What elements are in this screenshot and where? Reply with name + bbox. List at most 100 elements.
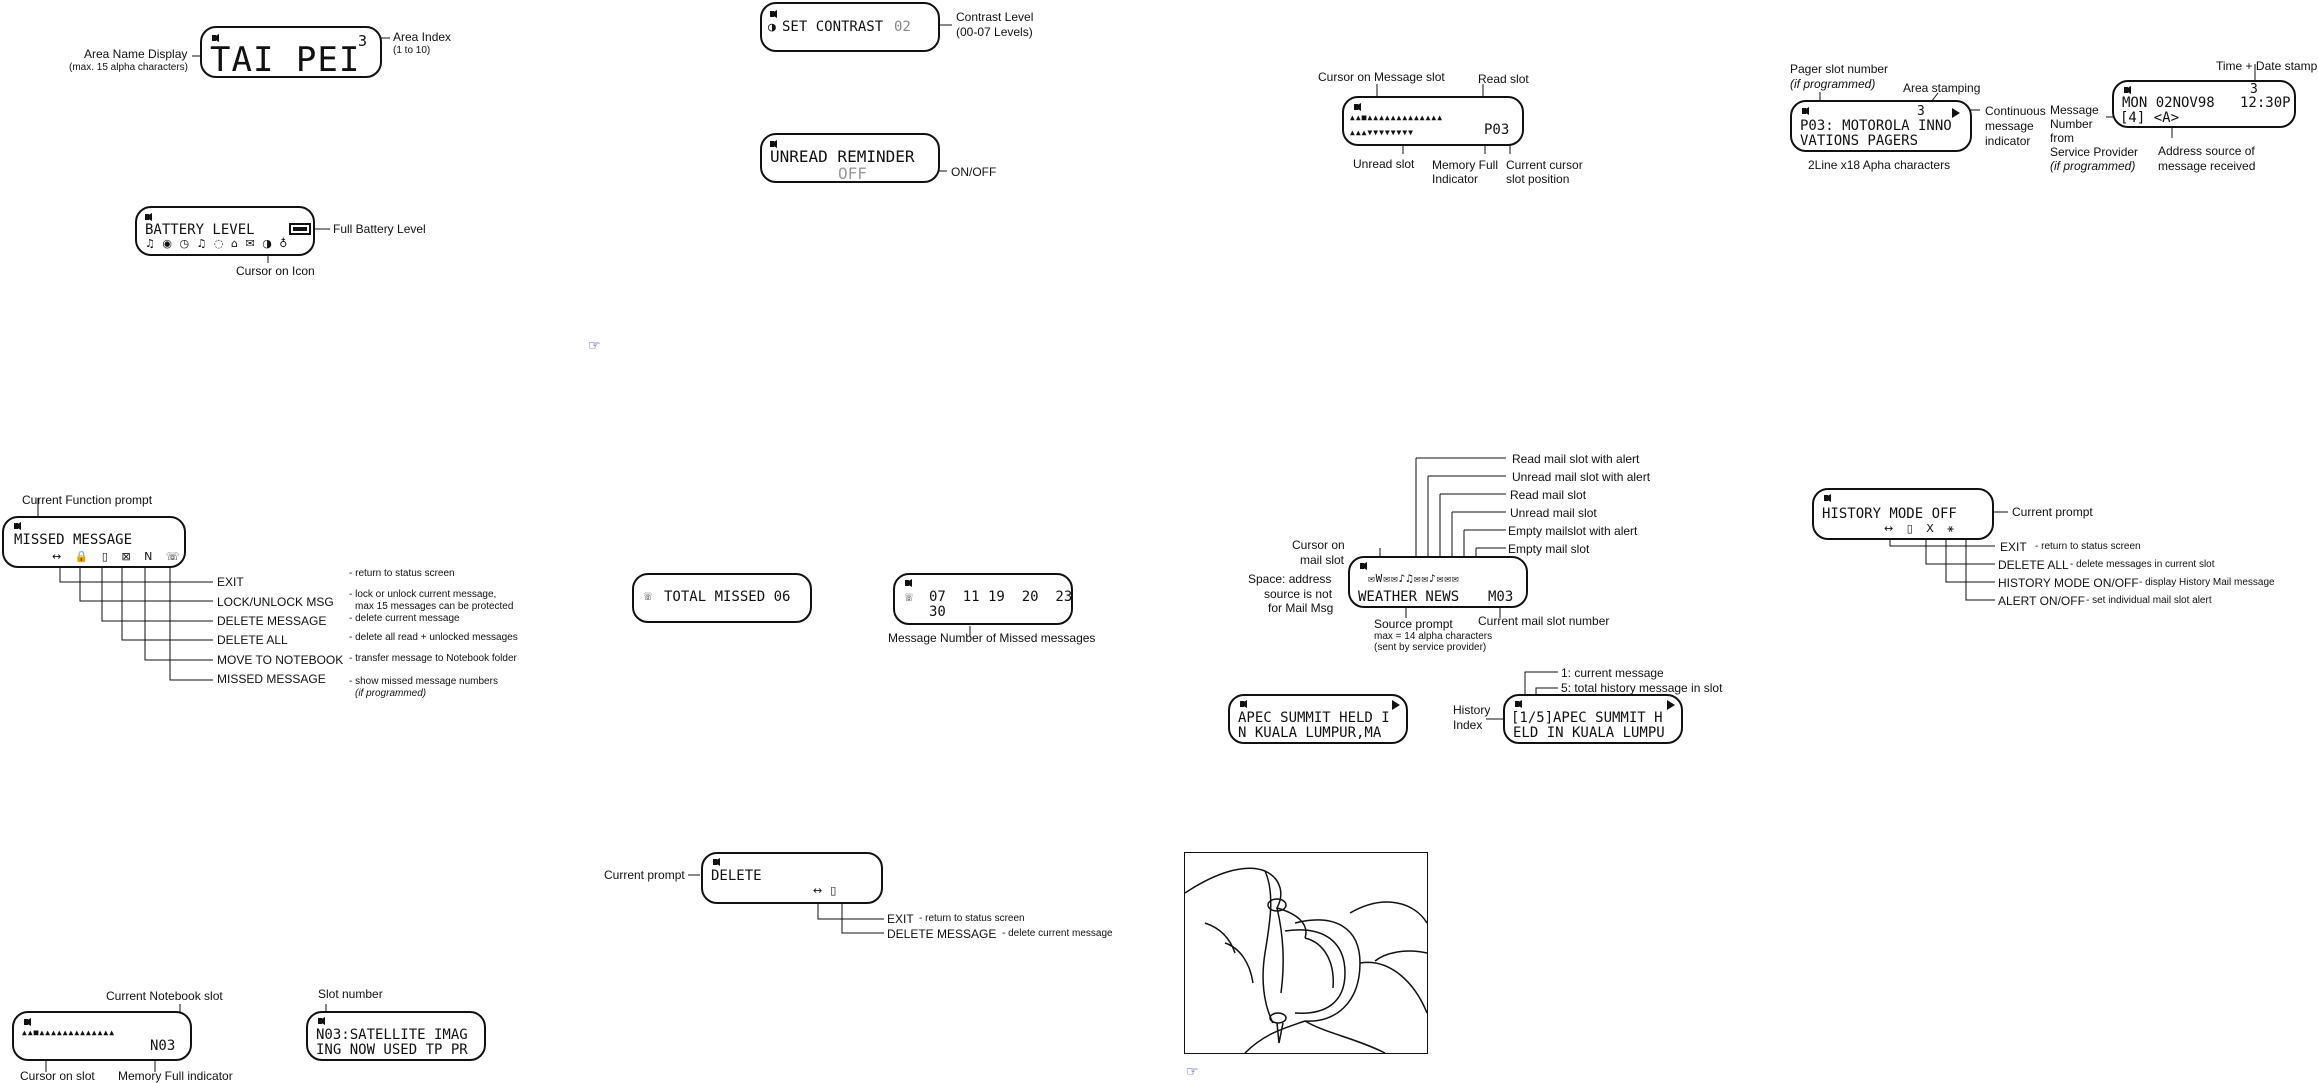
mail-cursor-label2: mail slot — [1300, 553, 1344, 567]
speaker-icon — [1824, 494, 1831, 502]
speaker-icon — [1240, 700, 1247, 708]
mail-legend-3: Unread mail slot — [1510, 506, 1597, 520]
slots-row2: ▲▲▲▼▼▼▼▼▼▼▼ — [1350, 128, 1414, 137]
total-missed-screen: ☏ TOTAL MISSED 06 — [632, 573, 812, 623]
missed-numbers-line1: 07 11 19 20 23 — [929, 589, 1072, 605]
apec2-line1: APEC SUMMIT H — [1553, 710, 1663, 726]
missed-item-deleteall: DELETE ALL — [217, 633, 288, 647]
pager-area-stamp: 3 — [1917, 104, 1925, 119]
mail-legend-0: Read mail slot with alert — [1512, 452, 1639, 466]
mail-space-label3: for Mail Msg — [1268, 601, 1333, 615]
speaker-icon — [24, 1018, 31, 1026]
history-index-label2: Index — [1453, 718, 1482, 732]
missed-item-delete-desc: - delete current message — [349, 613, 460, 625]
continuous-indicator-icon — [1667, 700, 1675, 710]
history-prompt-label: Current prompt — [2012, 505, 2093, 519]
area-name-text: TAI PEI — [210, 40, 360, 80]
delete-item-message: DELETE MESSAGE — [887, 927, 996, 941]
mail-legend-2: Read mail slot — [1510, 488, 1586, 502]
pager-continuous-label2: message — [1985, 119, 2034, 133]
history-item-alert: ALERT ON/OFF — [1998, 594, 2085, 608]
history-item-exit-desc: - return to status screen — [2035, 541, 2141, 553]
history-item-alert-desc: - set individual mail slot alert — [2086, 595, 2212, 607]
continuous-indicator-icon — [1952, 108, 1960, 118]
pager-2line-label: 2Line x18 Apha characters — [1808, 158, 1950, 172]
delete-menu-title: DELETE — [711, 868, 762, 884]
missed-item-notebook-desc: - transfer message to Notebook folder — [349, 653, 517, 665]
speaker-icon — [905, 579, 912, 587]
reminder-label: ON/OFF — [951, 165, 996, 179]
apec-history-screen: [1/5] APEC SUMMIT H ELD IN KUALA LUMPU — [1503, 694, 1683, 744]
speaker-icon — [1354, 103, 1361, 111]
speaker-icon — [713, 858, 720, 866]
missed-menu-title: MISSED MESSAGE — [14, 532, 132, 548]
missed-menu-icons: ↔ 🔒 ▯ ⊠ N ☏ — [52, 550, 185, 563]
notebook-slot-label: Current Notebook slot — [106, 989, 223, 1003]
history-item-deleteall: DELETE ALL — [1998, 558, 2069, 572]
contrast-screen: ◑ SET CONTRAST 02 — [760, 2, 940, 52]
missed-item-lock-desc2: max 15 messages can be protected — [355, 601, 513, 613]
mail-current-label: Current mail slot number — [1478, 614, 1609, 628]
slots-memory-label2: Indicator — [1432, 172, 1478, 186]
area-display-note: (max. 15 alpha characters) — [69, 62, 188, 74]
speaker-icon — [770, 10, 777, 18]
mail-space-label: Space: address — [1248, 572, 1331, 586]
mail-cursor-label: Cursor on — [1292, 538, 1345, 552]
notebook-slot-number-label: Slot number — [318, 987, 383, 1001]
apec-message-screen: APEC SUMMIT HELD I N KUALA LUMPUR,MA — [1228, 694, 1408, 744]
missed-item-exit: EXIT — [217, 575, 244, 589]
missed-menu-screen: MISSED MESSAGE ↔ 🔒 ▯ ⊠ N ☏ — [2, 516, 186, 568]
msg-number-label2: Number — [2050, 117, 2093, 131]
slots-read-label: Read slot — [1478, 72, 1529, 86]
pager-message-screen: 3 P03: MOTOROLA INNO VATIONS PAGERS — [1790, 100, 1972, 152]
slots-current-label: Current cursor — [1506, 158, 1583, 172]
speaker-icon — [145, 213, 152, 221]
mail-legend-1: Unread mail slot with alert — [1512, 470, 1650, 484]
addr-source-label: Address source of — [2158, 144, 2255, 158]
mail-legend-5: Empty mail slot — [1508, 542, 1589, 556]
missed-call-icon: ☏ — [905, 590, 913, 605]
missed-item-missed-desc2: (if programmed) — [355, 688, 426, 700]
mail-slot-number: M03 — [1488, 589, 1513, 605]
delete-menu-screen: DELETE ↔▯ — [701, 852, 883, 904]
missed-call-icon: ☏ — [644, 589, 652, 604]
speaker-icon — [1360, 562, 1367, 570]
time-date-label: Time + Date stamp — [2216, 59, 2317, 73]
delete-item-exit: EXIT — [887, 912, 914, 926]
time-message-screen: 3 MON 02NOV98 12:30P [4] <A> — [2112, 80, 2296, 128]
speaker-icon — [2124, 86, 2131, 94]
area-index-value: 3 — [358, 32, 367, 50]
time-line2: [4] <A> — [2120, 110, 2179, 126]
area-index-label: Area Index — [393, 30, 451, 44]
battery-icon-row: ♫ ◉ ◷ ♫ ◌ ⌂ ✉ ◑ ♁ — [145, 237, 289, 250]
contrast-note: (00-07 Levels) — [956, 25, 1033, 39]
history-item-mode-desc: - display History Mail message — [2139, 577, 2275, 589]
slots-position: P03 — [1484, 122, 1509, 138]
notebook-msg-line1: N03:SATELLITE IMAG — [316, 1027, 468, 1043]
msg-number-label: Message — [2050, 103, 2099, 117]
note-pointer-icon: ☞ — [588, 338, 601, 354]
history-current-label: 1: current message — [1561, 666, 1664, 680]
notebook-slots-screen: ▲▲■▲▲▲▲▲▲▲▲▲▲▲▲▲ N03 — [12, 1011, 192, 1061]
reminder-screen: UNREAD REMINDER OFF — [760, 133, 940, 183]
mail-source-label: Source prompt — [1374, 617, 1453, 631]
history-item-deleteall-desc: - delete messages in current slot — [2070, 559, 2215, 571]
slots-row1: ▲▲■▲▲▲▲▲▲▲▲▲▲▲▲▲ — [1350, 113, 1443, 122]
contrast-value: 02 — [894, 19, 911, 35]
slots-unread-label: Unread slot — [1353, 157, 1414, 171]
speaker-icon — [1515, 700, 1522, 708]
battery-full-icon — [289, 223, 311, 235]
note-pointer-icon: ☞ — [1186, 1064, 1199, 1080]
pager-continuous-label: Continuous — [1985, 104, 2046, 118]
continuous-indicator-icon — [1392, 700, 1400, 710]
missed-item-lock-desc: - lock or unlock current message, — [349, 589, 496, 601]
history-item-exit: EXIT — [2000, 540, 2027, 554]
apec1-line2: N KUALA LUMPUR,MA — [1238, 725, 1381, 741]
notebook-row: ▲▲■▲▲▲▲▲▲▲▲▲▲▲▲▲ — [22, 1028, 115, 1037]
delete-item-exit-desc: - return to status screen — [919, 913, 1025, 925]
missed-prompt-label: Current Function prompt — [22, 493, 152, 507]
time-value: 12:30P — [2240, 95, 2291, 111]
mail-slots-screen: ✉W✉✉♪♫✉✉♪✉✉✉ WEATHER NEWS M03 — [1348, 556, 1528, 608]
history-menu-screen: HISTORY MODE OFF ↔ ▯ X ⚹ — [1812, 488, 1994, 540]
slots-cursor-label: Cursor on Message slot — [1318, 70, 1445, 84]
